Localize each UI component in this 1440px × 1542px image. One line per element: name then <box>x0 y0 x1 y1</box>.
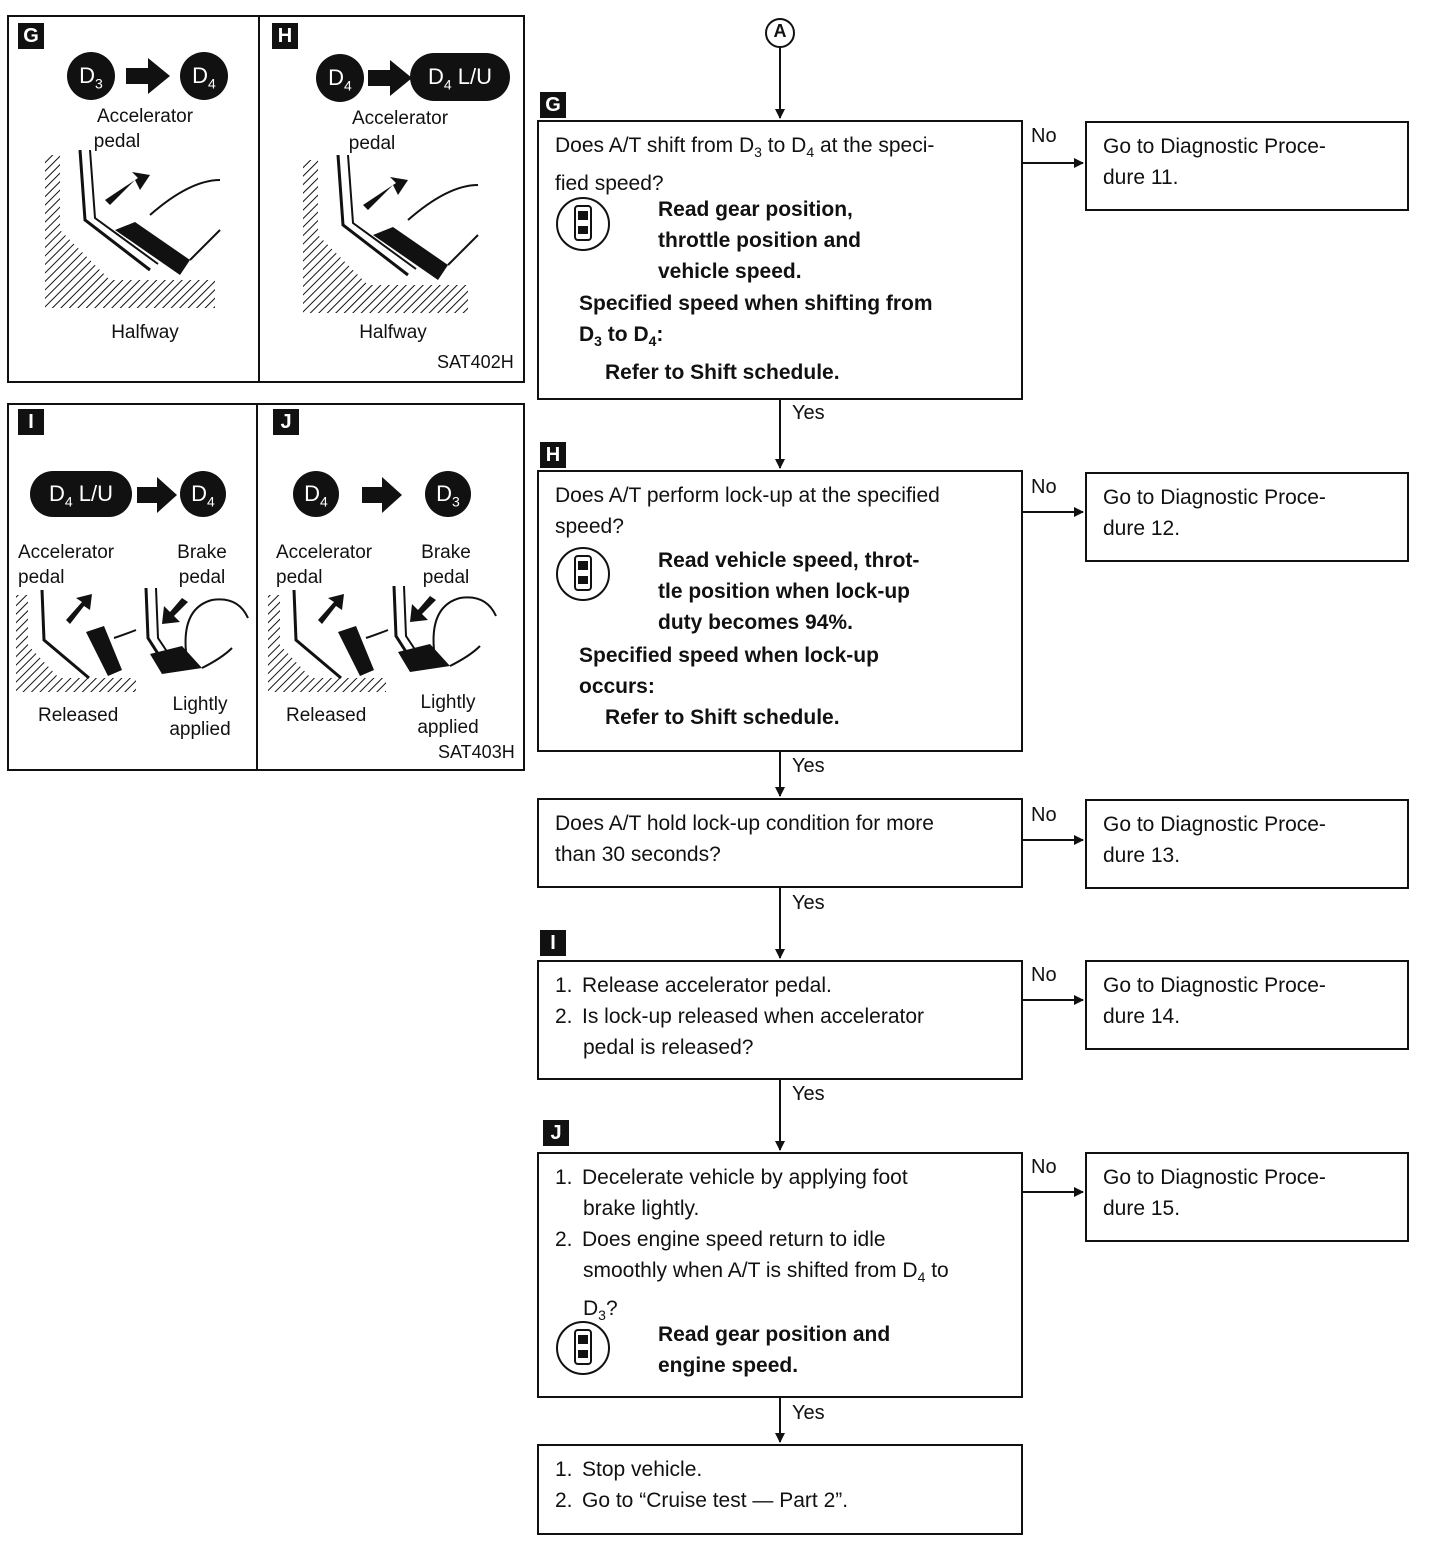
arrow-right-icon <box>362 477 402 518</box>
released-label: Released <box>286 705 367 726</box>
step-g-spec: Specified speed when shifting from D3 to… <box>579 292 933 385</box>
step-j-list: 1.Decelerate vehicle by applying foot br… <box>555 1166 949 1324</box>
pedal-halfway-illustration <box>298 154 488 325</box>
consult-tester-icon <box>555 546 611 602</box>
brake-applied-illustration <box>142 587 252 683</box>
figure-tag-h: H <box>272 23 298 49</box>
figure-code: SAT403H <box>438 742 515 762</box>
figure-tag-j: J <box>273 409 299 435</box>
halfway-label: Halfway <box>111 322 179 343</box>
step-i-list: 1.Release accelerator pedal. 2.Is lock-u… <box>555 974 925 1059</box>
arrow-right-icon <box>126 58 170 99</box>
brake-applied-illustration <box>390 585 500 681</box>
gear-badge-to: D4 <box>180 471 226 517</box>
accelerator-released-illustration <box>266 589 391 700</box>
step-j-box: 1.Decelerate vehicle by applying foot br… <box>537 1152 1023 1398</box>
accelerator-released-illustration <box>14 589 139 700</box>
yes-label-h: Yes <box>792 755 825 777</box>
step-i-box: 1.Release accelerator pedal. 2.Is lock-u… <box>537 960 1023 1080</box>
halfway-label: Halfway <box>359 322 427 343</box>
step-g-box: Does A/T shift from D3 to D4 at the spec… <box>537 120 1023 400</box>
step-h-question: Does A/T perform lock-up at the specifie… <box>555 484 940 538</box>
final-box: 1.Stop vehicle. 2.Go to “Cruise test — P… <box>537 1444 1023 1535</box>
step-hold-box: Does A/T hold lock-up condition for more… <box>537 798 1023 888</box>
no-label-j: No <box>1031 1156 1057 1178</box>
gear-badge-from: D3 <box>67 52 115 100</box>
figure-tag-g: G <box>18 23 44 49</box>
gear-badge-from: D4 <box>293 471 339 517</box>
figure-code: SAT402H <box>437 352 514 372</box>
pedal-halfway-illustration <box>40 149 230 320</box>
connector-label: A <box>773 21 787 41</box>
no-label-hold: No <box>1031 804 1057 826</box>
consult-tester-icon <box>555 1320 611 1376</box>
figure-divider <box>258 15 260 383</box>
consult-tester-icon <box>555 196 611 252</box>
gear-badge-to: D4 <box>180 52 228 100</box>
step-hold-question: Does A/T hold lock-up condition for more… <box>555 812 934 866</box>
result-box-12: Go to Diagnostic Proce-dure 12. <box>1085 472 1409 562</box>
step-tag-i: I <box>540 930 566 956</box>
step-tag-j: J <box>543 1120 569 1146</box>
yes-label-g: Yes <box>792 402 825 424</box>
yes-label-i: Yes <box>792 1083 825 1105</box>
step-h-box: Does A/T perform lock-up at the specifie… <box>537 470 1023 752</box>
result-box-15: Go to Diagnostic Proce-dure 15. <box>1085 1152 1409 1242</box>
step-g-read-instruction: Read gear position,throttle position and… <box>658 198 861 283</box>
gear-badge-to-lockup: D4 L/U <box>410 53 510 101</box>
final-list: 1.Stop vehicle. 2.Go to “Cruise test — P… <box>555 1458 849 1512</box>
arrow-right-icon <box>137 477 177 518</box>
gear-badge-from: D4 <box>316 54 364 102</box>
result-box-14: Go to Diagnostic Proce-dure 14. <box>1085 960 1409 1050</box>
step-h-read-instruction: Read vehicle speed, throt-tle position w… <box>658 549 920 634</box>
no-label-h: No <box>1031 476 1057 498</box>
figure-divider <box>256 403 258 771</box>
arrow-right-icon <box>368 60 412 101</box>
result-box-13: Go to Diagnostic Proce-dure 13. <box>1085 799 1409 889</box>
step-g-question: Does A/T shift from D3 to D4 at the spec… <box>555 134 935 196</box>
gear-badge-to: D3 <box>425 471 471 517</box>
released-label: Released <box>38 705 119 726</box>
step-tag-g: G <box>540 92 566 118</box>
figure-tag-i: I <box>18 409 44 435</box>
yes-label-j: Yes <box>792 1402 825 1424</box>
result-box-11: Go to Diagnostic Proce-dure 11. <box>1085 121 1409 211</box>
gear-badge-from-lockup: D4 L/U <box>30 471 132 517</box>
yes-label-hold: Yes <box>792 892 825 914</box>
figure-sat403h <box>7 403 525 771</box>
no-label-i: No <box>1031 964 1057 986</box>
step-tag-h: H <box>540 442 566 468</box>
no-label-g: No <box>1031 125 1057 147</box>
